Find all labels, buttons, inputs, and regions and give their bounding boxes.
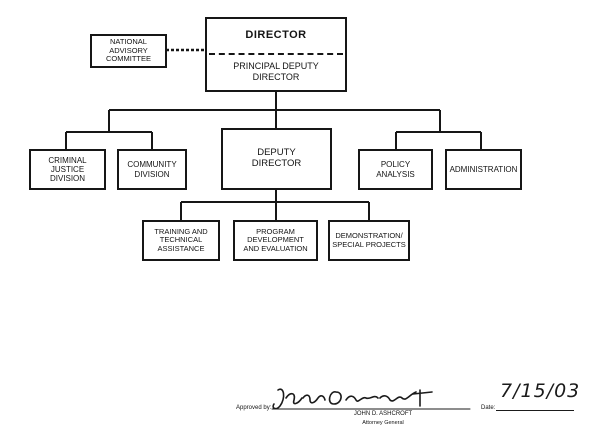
date-label: Date: bbox=[481, 405, 496, 411]
signer-title: Attorney General bbox=[362, 420, 404, 426]
signer-name: JOHN D. ASHCROFT bbox=[353, 411, 413, 417]
deputy-director-box: DEPUTY DIRECTOR bbox=[221, 128, 332, 190]
community-division-box: COMMUNITY DIVISION bbox=[117, 149, 187, 190]
director-divider bbox=[209, 53, 343, 55]
administration-box: ADMINISTRATION bbox=[445, 149, 522, 190]
criminal-justice-division-box: CRIMINAL JUSTICE DIVISION bbox=[29, 149, 106, 190]
advisory-committee-box: NATIONAL ADVISORY COMMITTEE bbox=[90, 34, 167, 68]
training-technical-assistance-box: TRAINING AND TECHNICAL ASSISTANCE bbox=[142, 220, 220, 261]
approval-signature-block: Approved by: JOHN D. ASHCROFT Attorney G… bbox=[0, 380, 600, 438]
approval-date-value: 7/15/03 bbox=[500, 380, 581, 402]
handwritten-signature bbox=[271, 388, 471, 410]
administration-label: ADMINISTRATION bbox=[449, 164, 518, 174]
policy-analysis-label: POLICY ANALYSIS bbox=[376, 160, 415, 179]
principal-deputy-director-label: PRINCIPAL DEPUTY DIRECTOR bbox=[233, 61, 319, 82]
director-box: DIRECTOR PRINCIPAL DEPUTY DIRECTOR bbox=[205, 17, 347, 92]
program-development-evaluation-label: PROGRAM DEVELOPMENT AND EVALUATION bbox=[243, 226, 308, 253]
approved-by-label: Approved by: bbox=[236, 405, 272, 411]
date-underline bbox=[496, 410, 574, 411]
training-technical-assistance-label: TRAINING AND TECHNICAL ASSISTANCE bbox=[154, 226, 208, 253]
advisory-committee-label: NATIONAL ADVISORY COMMITTEE bbox=[106, 37, 151, 64]
criminal-justice-division-label: CRIMINAL JUSTICE DIVISION bbox=[48, 155, 87, 184]
demonstration-special-projects-box: DEMONSTRATION/ SPECIAL PROJECTS bbox=[328, 220, 410, 261]
policy-analysis-box: POLICY ANALYSIS bbox=[358, 149, 433, 190]
community-division-label: COMMUNITY DIVISION bbox=[127, 160, 177, 179]
demonstration-special-projects-label: DEMONSTRATION/ SPECIAL PROJECTS bbox=[332, 230, 406, 249]
deputy-director-label: DEPUTY DIRECTOR bbox=[251, 147, 302, 169]
program-development-evaluation-box: PROGRAM DEVELOPMENT AND EVALUATION bbox=[233, 220, 318, 261]
director-title: DIRECTOR bbox=[245, 29, 307, 41]
